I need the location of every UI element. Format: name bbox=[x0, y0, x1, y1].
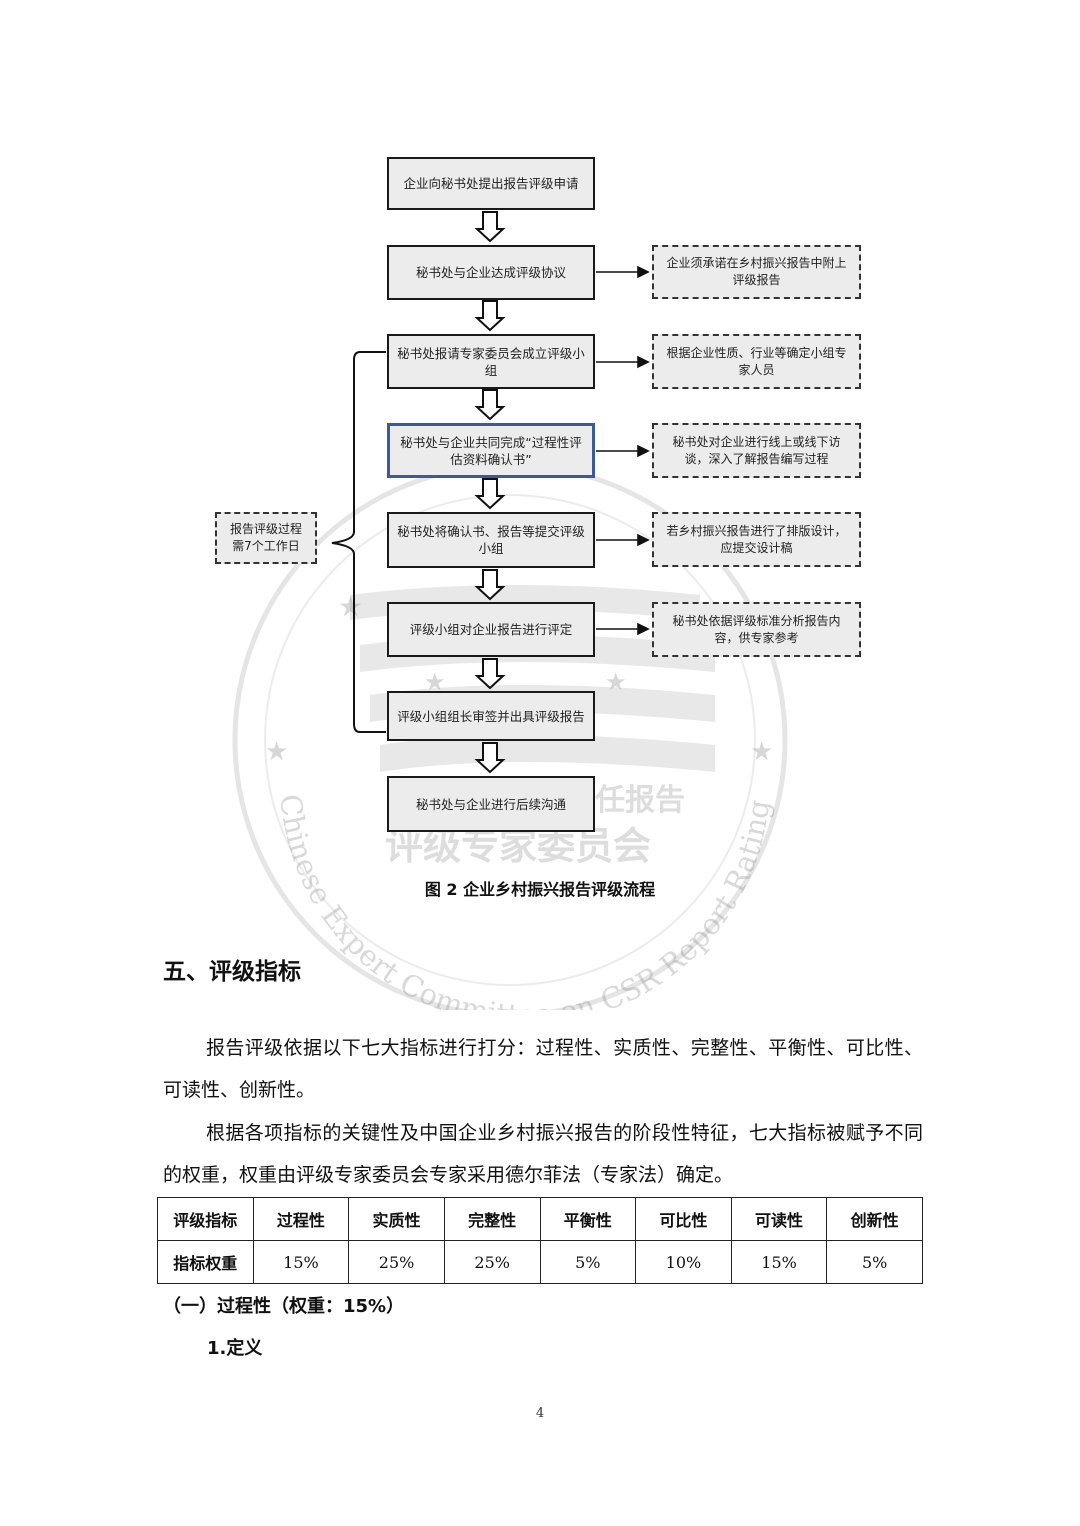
table-cell: 15% bbox=[252, 1240, 350, 1284]
weights-table: 评级指标 过程性 实质性 完整性 平衡性 可比性 可读性 创新性 指标权重 15… bbox=[157, 1197, 923, 1284]
table-cell: 15% bbox=[730, 1240, 828, 1284]
paragraph-1: 报告评级依据以下七大指标进行打分：过程性、实质性、完整性、平衡性、可比性、可读性… bbox=[163, 1037, 923, 1101]
table-row: 指标权重 15% 25% 25% 5% 10% 15% 5% bbox=[157, 1240, 923, 1284]
table-header-cell: 平衡性 bbox=[539, 1197, 637, 1241]
section-heading: 五、评级指标 bbox=[163, 959, 301, 985]
bracket bbox=[331, 351, 386, 733]
paragraph-2: 根据各项指标的关键性及中国企业乡村振兴报告的阶段性特征，七大指标被赋予不同的权重… bbox=[163, 1122, 923, 1186]
flow-step-7: 评级小组组长审签并出具评级报告 bbox=[387, 691, 595, 741]
down-arrow bbox=[474, 211, 506, 243]
watermark-star: ★ bbox=[605, 668, 627, 696]
page-number: 4 bbox=[535, 1406, 545, 1421]
watermark-star: ★ bbox=[424, 668, 446, 696]
table-header-cell: 过程性 bbox=[252, 1197, 350, 1241]
subsection-item: 1.定义 bbox=[207, 1338, 263, 1359]
figure-caption: 图 2 企业乡村振兴报告评级流程 bbox=[424, 880, 656, 899]
table-cell: 25% bbox=[348, 1240, 445, 1284]
flowchart-connectors bbox=[331, 211, 650, 774]
down-arrow bbox=[474, 478, 506, 510]
watermark-star: ★ bbox=[338, 590, 363, 623]
flow-step-1: 企业向秘书处提出报告评级申请 bbox=[387, 157, 595, 210]
watermark-star: ★ bbox=[750, 737, 773, 767]
table-header-cell: 实质性 bbox=[348, 1197, 445, 1241]
flow-step-4: 秘书处与企业共同完成“过程性评估资料确认书” bbox=[387, 423, 595, 478]
flow-step-8: 秘书处与企业进行后续沟通 bbox=[387, 776, 595, 832]
flow-note-1: 企业须承诺在乡村振兴报告中附上评级报告 bbox=[652, 245, 861, 299]
table-header-cell: 完整性 bbox=[443, 1197, 541, 1241]
watermark-star: ★ bbox=[265, 737, 288, 767]
down-arrow bbox=[474, 742, 506, 774]
table-cell: 5% bbox=[826, 1240, 923, 1284]
down-arrow bbox=[474, 300, 506, 332]
table-header-cell: 评级指标 bbox=[157, 1197, 254, 1241]
table-cell: 25% bbox=[443, 1240, 541, 1284]
duration-note: 报告评级过程需7个工作日 bbox=[215, 512, 317, 564]
flow-step-5: 秘书处将确认书、报告等提交评级小组 bbox=[387, 512, 595, 568]
flow-step-3: 秘书处报请专家委员会成立评级小组 bbox=[387, 334, 595, 389]
subsection-title: （一）过程性（权重：15%） bbox=[163, 1296, 405, 1317]
down-arrow bbox=[474, 569, 506, 601]
flow-note-3: 秘书处对企业进行线上或线下访谈，深入了解报告编写过程 bbox=[652, 423, 861, 478]
table-header-cell: 可读性 bbox=[730, 1197, 828, 1241]
flow-note-5: 秘书处依据评级标准分析报告内容，供专家参考 bbox=[652, 602, 861, 657]
table-header-cell: 创新性 bbox=[826, 1197, 923, 1241]
down-arrow bbox=[474, 658, 506, 690]
flow-note-4: 若乡村振兴报告进行了排版设计，应提交设计稿 bbox=[652, 512, 861, 567]
table-cell: 5% bbox=[539, 1240, 637, 1284]
down-arrow bbox=[474, 389, 506, 421]
table-row-label: 指标权重 bbox=[157, 1240, 254, 1284]
flow-step-2: 秘书处与企业达成评级协议 bbox=[387, 245, 595, 300]
table-header-row: 评级指标 过程性 实质性 完整性 平衡性 可比性 可读性 创新性 bbox=[157, 1197, 923, 1241]
flow-step-6: 评级小组对企业报告进行评定 bbox=[387, 602, 595, 657]
table-cell: 10% bbox=[635, 1240, 732, 1284]
table-header-cell: 可比性 bbox=[635, 1197, 732, 1241]
flow-note-2: 根据企业性质、行业等确定小组专家人员 bbox=[652, 334, 861, 389]
